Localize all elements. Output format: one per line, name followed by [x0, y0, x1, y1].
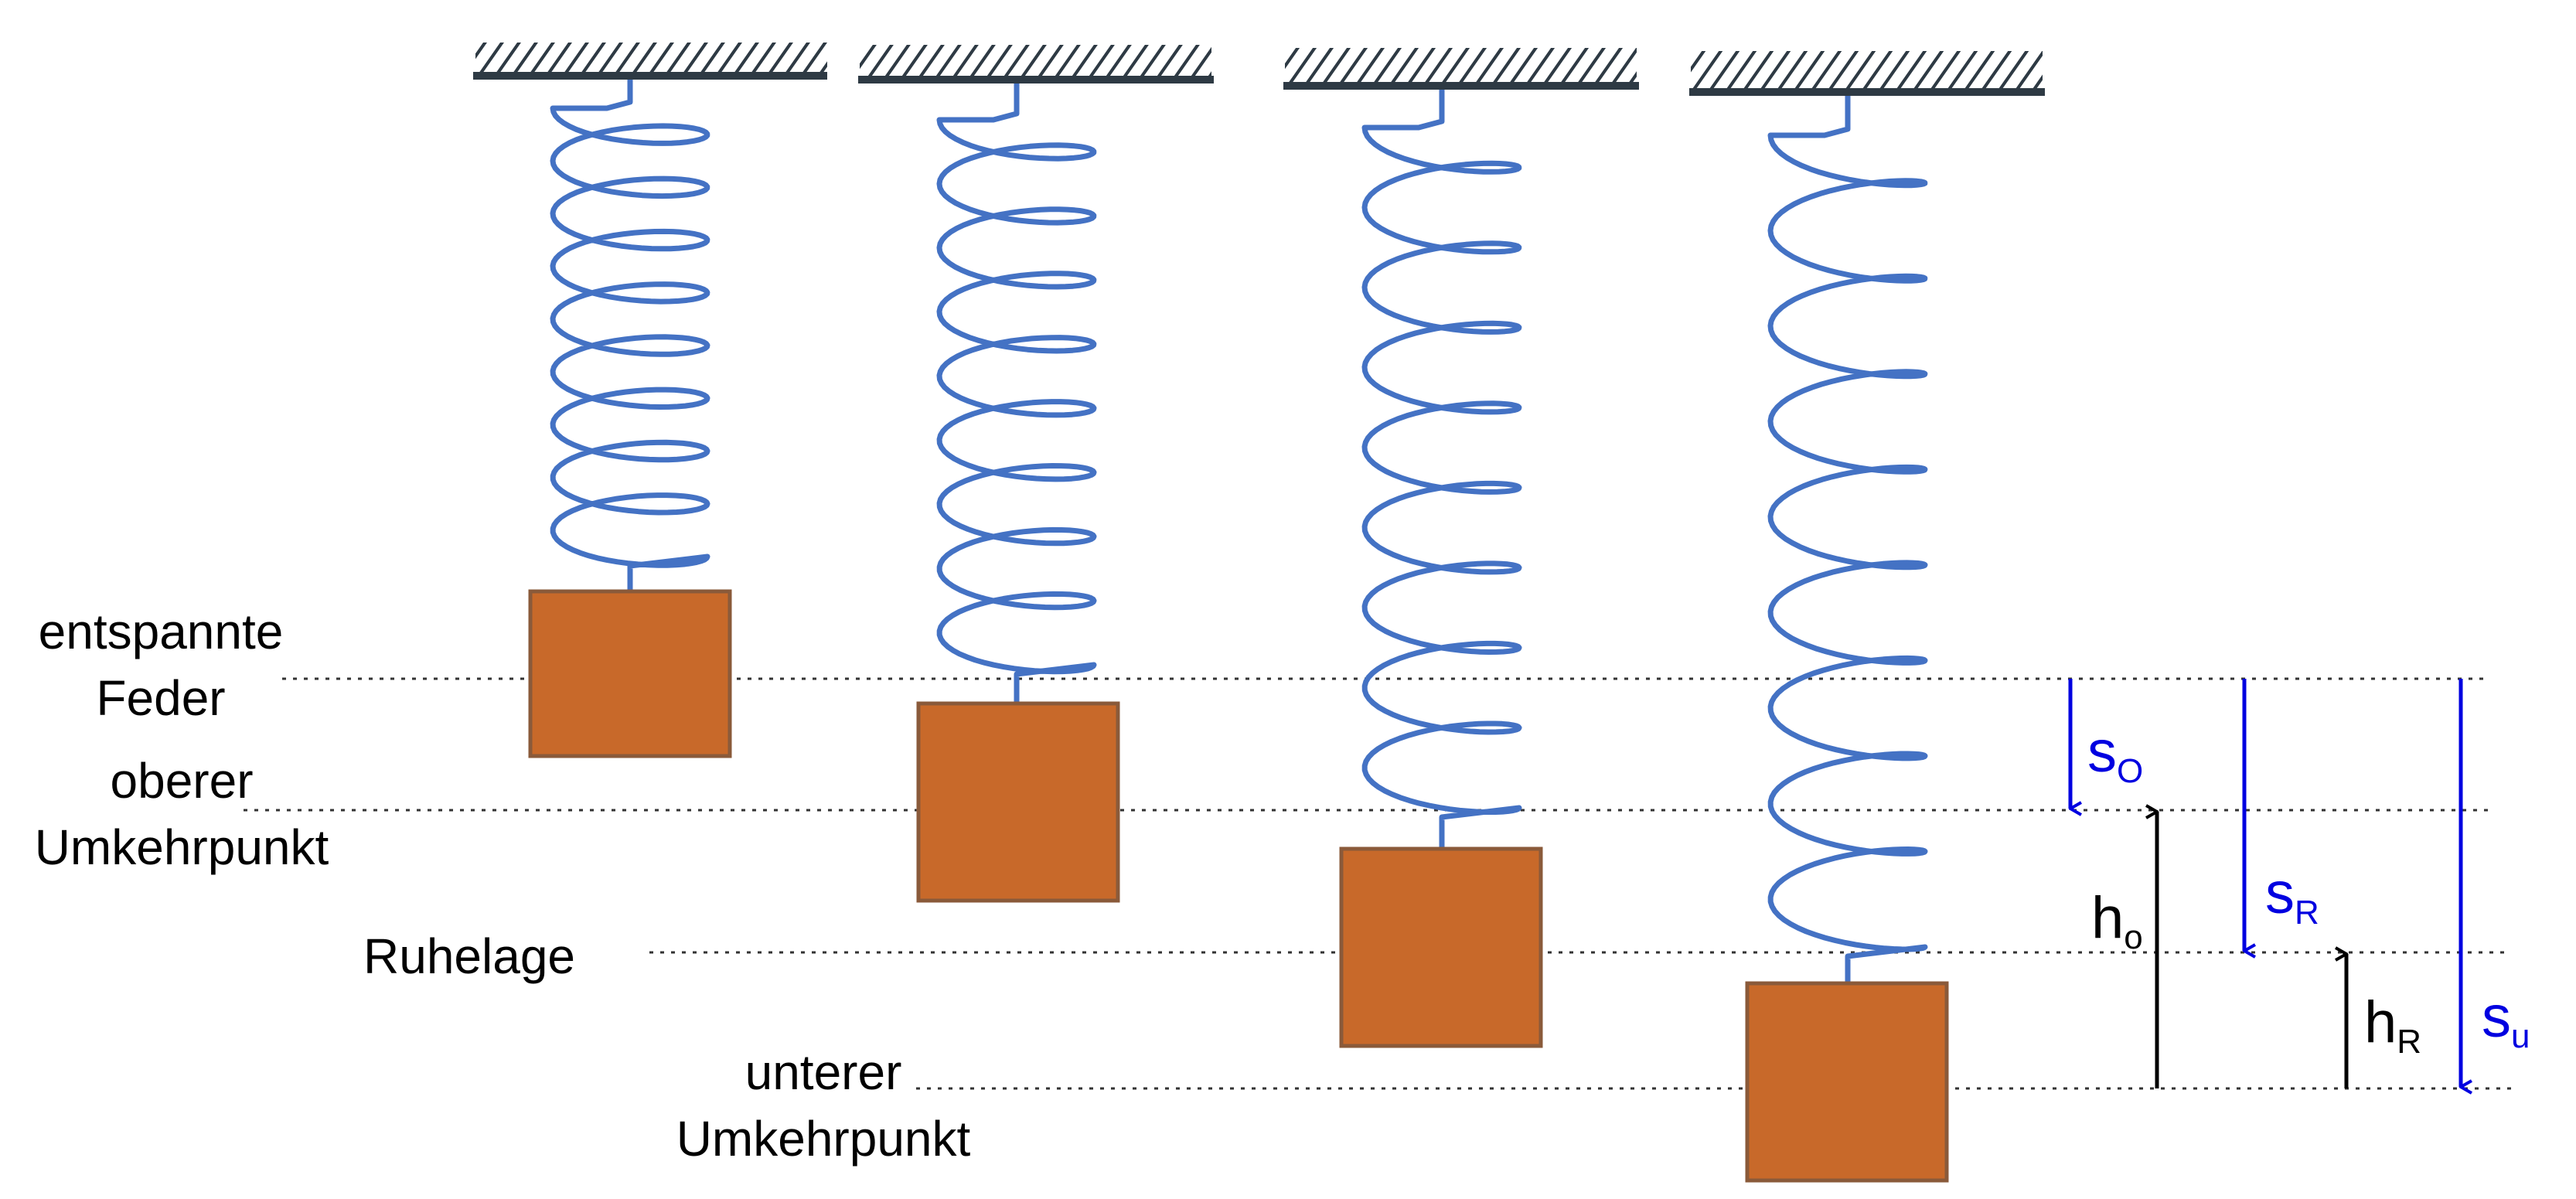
symbol-s-r-base: s	[2265, 860, 2295, 926]
label-lower-turning-point-line2: Umkehrpunkt	[676, 1111, 971, 1167]
label-rest-position: Ruhelage	[363, 928, 575, 984]
mass-3	[1339, 846, 1543, 1048]
ceiling-4-hatch	[1691, 51, 2043, 90]
symbol-s-r-sub: R	[2295, 894, 2319, 932]
symbol-s-u: su	[2482, 988, 2530, 1054]
ceiling-2-bar	[858, 76, 1214, 83]
spring-3	[1361, 90, 1522, 849]
symbol-h-r-sub: R	[2397, 1023, 2422, 1061]
ceiling-1-bar	[473, 72, 827, 80]
ceiling-2-hatch	[860, 45, 1211, 77]
symbol-h-r-base: h	[2364, 990, 2397, 1055]
symbol-s-u-base: s	[2482, 984, 2511, 1050]
ceilings	[473, 43, 2045, 96]
label-relaxed-spring-line2: Feder	[96, 670, 226, 726]
ceiling-4-bar	[1689, 88, 2045, 96]
label-relaxed-spring-line1: entspannte	[38, 604, 284, 659]
symbol-h-o-sub: o	[2124, 918, 2143, 956]
spring-1	[550, 80, 710, 591]
symbol-s-o: sO	[2087, 723, 2143, 789]
spring-4	[1767, 96, 1928, 983]
masses	[528, 589, 1949, 1183]
symbol-h-o-base: h	[2091, 885, 2125, 951]
symbol-s-o-base: s	[2087, 719, 2117, 785]
symbol-s-r: sR	[2265, 864, 2319, 930]
label-lower-turning-point-line1: unterer	[745, 1044, 902, 1100]
ceiling-3-bar	[1283, 82, 1639, 90]
label-relaxed-spring: entspannte Feder	[14, 607, 308, 723]
mass-1	[528, 589, 732, 758]
spring-2	[936, 83, 1097, 703]
symbol-s-u-sub: u	[2511, 1017, 2530, 1055]
symbol-h-o: ho	[2091, 889, 2143, 955]
springs	[550, 80, 1928, 983]
label-lower-turning-point: unterer Umkehrpunkt	[646, 1047, 1001, 1163]
label-upper-turning-point-line2: Umkehrpunkt	[34, 819, 329, 875]
symbol-h-r: hR	[2364, 990, 2421, 1059]
ceiling-1-hatch	[475, 43, 827, 73]
label-upper-turning-point-line1: oberer	[110, 753, 254, 809]
mass-2	[916, 701, 1120, 903]
displacement-arrows	[2068, 679, 2461, 1087]
mass-4	[1745, 981, 1949, 1183]
symbol-s-o-sub: O	[2117, 752, 2144, 790]
ceiling-3-hatch	[1285, 48, 1637, 83]
height-arrows	[2157, 812, 2349, 1088]
label-upper-turning-point: oberer Umkehrpunkt	[8, 756, 356, 872]
